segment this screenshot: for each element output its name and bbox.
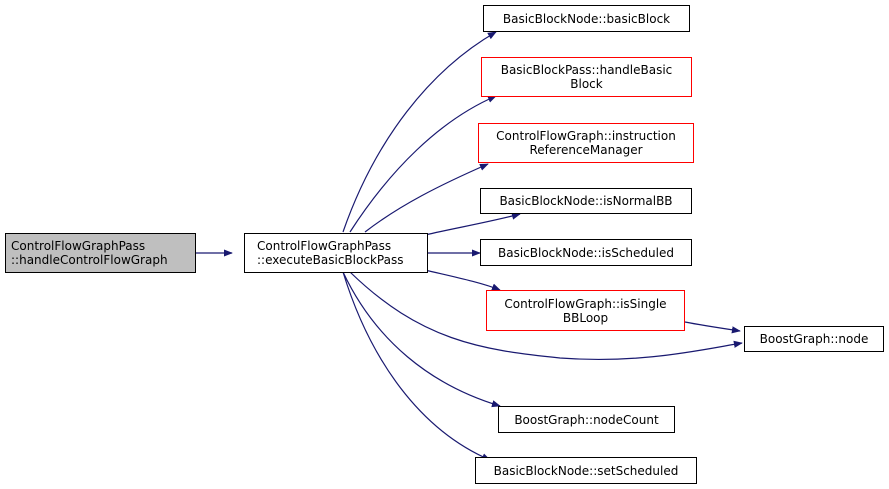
edge-execute-to-boost-node [349,271,743,361]
node-node-count-line1: BoostGraph::nodeCount [514,412,659,427]
edge-is-single-bb-loop-to-boost-node [684,321,741,334]
node-is-single-bb-loop[interactable]: ControlFlowGraph::isSingle BBLoop [486,290,685,331]
node-root-line1: ControlFlowGraphPass [11,239,146,253]
node-is-scheduled-line1: BasicBlockNode::isScheduled [498,245,674,260]
node-node-count[interactable]: BoostGraph::nodeCount [498,406,675,433]
edge-execute-to-is-normal-bb [424,212,521,236]
node-set-scheduled[interactable]: BasicBlockNode::setScheduled [475,457,697,484]
node-execute[interactable]: ControlFlowGraphPass ::executeBasicBlock… [244,233,428,273]
edge-execute-to-is-single-bb-loop [424,269,501,291]
node-handle-basic-block[interactable]: BasicBlockPass::handleBasic Block [481,57,692,97]
node-is-single-bb-loop-line1: ControlFlowGraph::isSingle [504,296,667,311]
node-execute-line1: ControlFlowGraphPass [257,239,392,253]
node-is-normal-bb[interactable]: BasicBlockNode::isNormalBB [480,188,692,214]
edge-execute-to-basic-block [342,31,497,233]
node-is-normal-bb-line1: BasicBlockNode::isNormalBB [499,194,673,208]
node-root-line2: ::handleControlFlowGraph [11,253,168,267]
edge-execute-to-instruction-ref-mgr [364,163,489,233]
node-is-scheduled[interactable]: BasicBlockNode::isScheduled [480,239,692,266]
edge-execute-to-node-count [342,271,501,408]
node-handle-basic-block-line2: Block [570,77,603,91]
node-execute-line2: ::executeBasicBlockPass [257,253,404,267]
node-instruction-ref-mgr-line2: ReferenceManager [529,143,643,157]
node-root[interactable]: ControlFlowGraphPass ::handleControlFlow… [5,233,196,273]
edge-execute-to-handle-basic-block [349,95,497,233]
node-set-scheduled-line1: BasicBlockNode::setScheduled [493,463,679,478]
node-handle-basic-block-line1: BasicBlockPass::handleBasic [500,63,673,77]
node-is-single-bb-loop-line2: BBLoop [562,310,609,325]
node-boost-node-line1: BoostGraph::node [759,332,869,346]
node-boost-node[interactable]: BoostGraph::node [744,326,884,352]
edge-execute-to-set-scheduled [342,271,491,461]
node-basic-block[interactable]: BasicBlockNode::basicBlock [483,5,690,32]
node-instruction-ref-mgr-line1: ControlFlowGraph::instruction [496,129,676,143]
node-basic-block-line1: BasicBlockNode::basicBlock [502,11,671,26]
node-instruction-ref-mgr[interactable]: ControlFlowGraph::instruction ReferenceM… [478,123,694,163]
